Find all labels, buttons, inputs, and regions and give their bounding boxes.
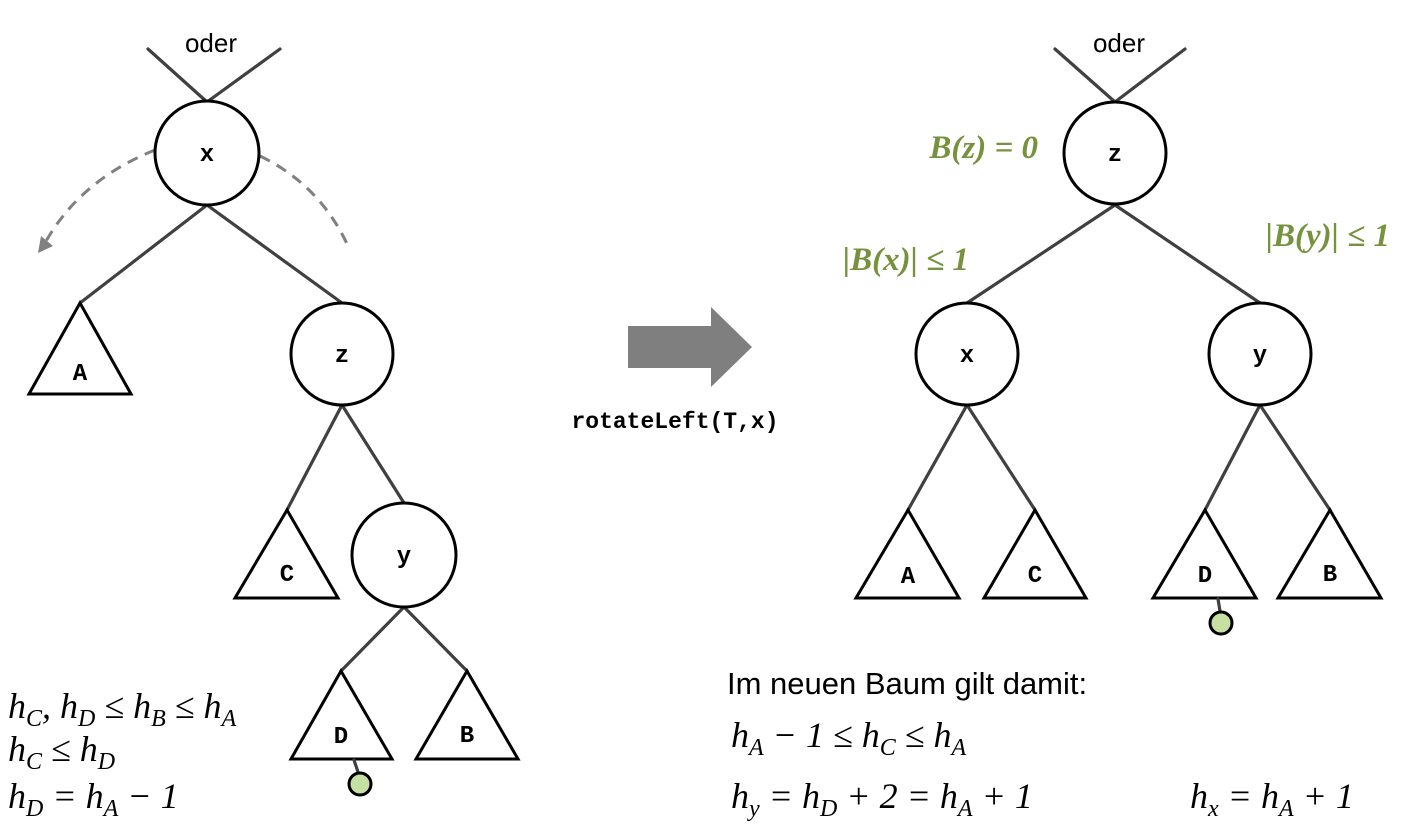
edge-x-z bbox=[205, 203, 344, 305]
right-parent-edge-1 bbox=[1053, 47, 1117, 104]
left-subtree-D-label: D bbox=[334, 724, 348, 751]
balance-z: B(z) = 0 bbox=[928, 130, 1038, 166]
left-parent-label: oder bbox=[185, 28, 237, 58]
left-subtree-C: C bbox=[232, 507, 341, 600]
left-node-x-label: x bbox=[200, 142, 214, 169]
right-subtree-B: B bbox=[1275, 507, 1384, 600]
left-subtree-C-label: C bbox=[280, 562, 294, 589]
left-condition-1: hC, hD ≤ hB ≤ hA bbox=[8, 686, 237, 732]
right-subtree-A-label: A bbox=[901, 564, 916, 591]
left-parent-edge-2 bbox=[205, 47, 282, 104]
rotation-hint-left bbox=[43, 148, 156, 244]
conclusion-1: hA − 1 ≤ hC ≤ hA bbox=[731, 715, 967, 761]
right-subtree-C-label: C bbox=[1028, 563, 1042, 590]
edge-x-A bbox=[78, 203, 209, 305]
right-parent-label: oder bbox=[1093, 28, 1145, 58]
right-conclusions: Im neuen Baum gilt damit: hA − 1 ≤ hC ≤ … bbox=[727, 666, 1354, 822]
left-parent-edge-1 bbox=[146, 47, 209, 104]
left-leaf-marker bbox=[347, 771, 373, 797]
left-node-z: z bbox=[289, 301, 395, 407]
left-node-z-label: z bbox=[335, 343, 349, 370]
left-subtree-B: B bbox=[413, 668, 521, 761]
rotation-hint-left-head bbox=[38, 236, 53, 253]
edge-y-D-right bbox=[1203, 403, 1262, 512]
right-subtree-B-label: B bbox=[1323, 562, 1337, 589]
conclusion-2b: hx = hA + 1 bbox=[1190, 776, 1354, 822]
edge-y-B-right bbox=[1258, 403, 1332, 512]
left-height-conditions: hC, hD ≤ hB ≤ hA hC ≤ hD hD = hA − 1 bbox=[8, 686, 237, 822]
edge-y-D bbox=[339, 605, 406, 673]
edge-z-y-right bbox=[1113, 203, 1262, 305]
left-condition-3: hD = hA − 1 bbox=[8, 776, 179, 822]
left-leaf-stem bbox=[352, 758, 360, 774]
rotation-hint-arrows bbox=[38, 148, 350, 253]
right-node-y: y bbox=[1207, 301, 1313, 407]
right-subtree-D: D bbox=[1150, 507, 1259, 600]
rotation-hint-right bbox=[259, 154, 350, 247]
left-subtree-D: D bbox=[288, 667, 395, 761]
left-tree: oder x z y A bbox=[26, 28, 521, 797]
operation: rotateLeft(T,x) bbox=[571, 307, 779, 435]
left-node-y: y bbox=[350, 501, 458, 609]
right-node-x-label: x bbox=[960, 343, 974, 370]
edge-y-B bbox=[402, 605, 469, 673]
right-tree: oder z x y A C bbox=[843, 28, 1390, 636]
right-parent-edge-2 bbox=[1113, 47, 1187, 104]
right-node-z: z bbox=[1062, 100, 1168, 206]
right-subtree-D-label: D bbox=[1198, 563, 1212, 590]
left-subtree-B-label: B bbox=[460, 723, 474, 750]
left-subtree-A-label: A bbox=[73, 361, 88, 388]
left-condition-2: hC ≤ hD bbox=[8, 729, 115, 775]
right-leaf-marker bbox=[1208, 610, 1234, 636]
right-node-z-label: z bbox=[1108, 142, 1122, 169]
right-node-x: x bbox=[914, 301, 1020, 407]
right-node-y-label: y bbox=[1253, 343, 1267, 370]
edge-z-x bbox=[965, 203, 1117, 305]
left-node-x: x bbox=[153, 99, 261, 207]
left-subtree-A: A bbox=[26, 299, 134, 396]
balance-y: |B(y)| ≤ 1 bbox=[1266, 218, 1390, 254]
rotation-arrow bbox=[628, 307, 752, 387]
edge-x-C-right bbox=[965, 403, 1037, 512]
edge-x-A-right bbox=[906, 403, 969, 512]
right-subtree-A: A bbox=[853, 507, 962, 600]
left-node-y-label: y bbox=[397, 544, 411, 571]
conclusion-2a: hy = hD + 2 = hA + 1 bbox=[731, 776, 1033, 822]
balance-x: |B(x)| ≤ 1 bbox=[843, 242, 969, 278]
edge-z-y bbox=[340, 403, 406, 505]
edge-z-C bbox=[285, 403, 344, 512]
operation-label: rotateLeft(T,x) bbox=[571, 409, 778, 435]
right-leaf-stem bbox=[1216, 597, 1222, 613]
right-subtree-C: C bbox=[981, 507, 1089, 600]
conclusion-title: Im neuen Baum gilt damit: bbox=[727, 666, 1087, 701]
